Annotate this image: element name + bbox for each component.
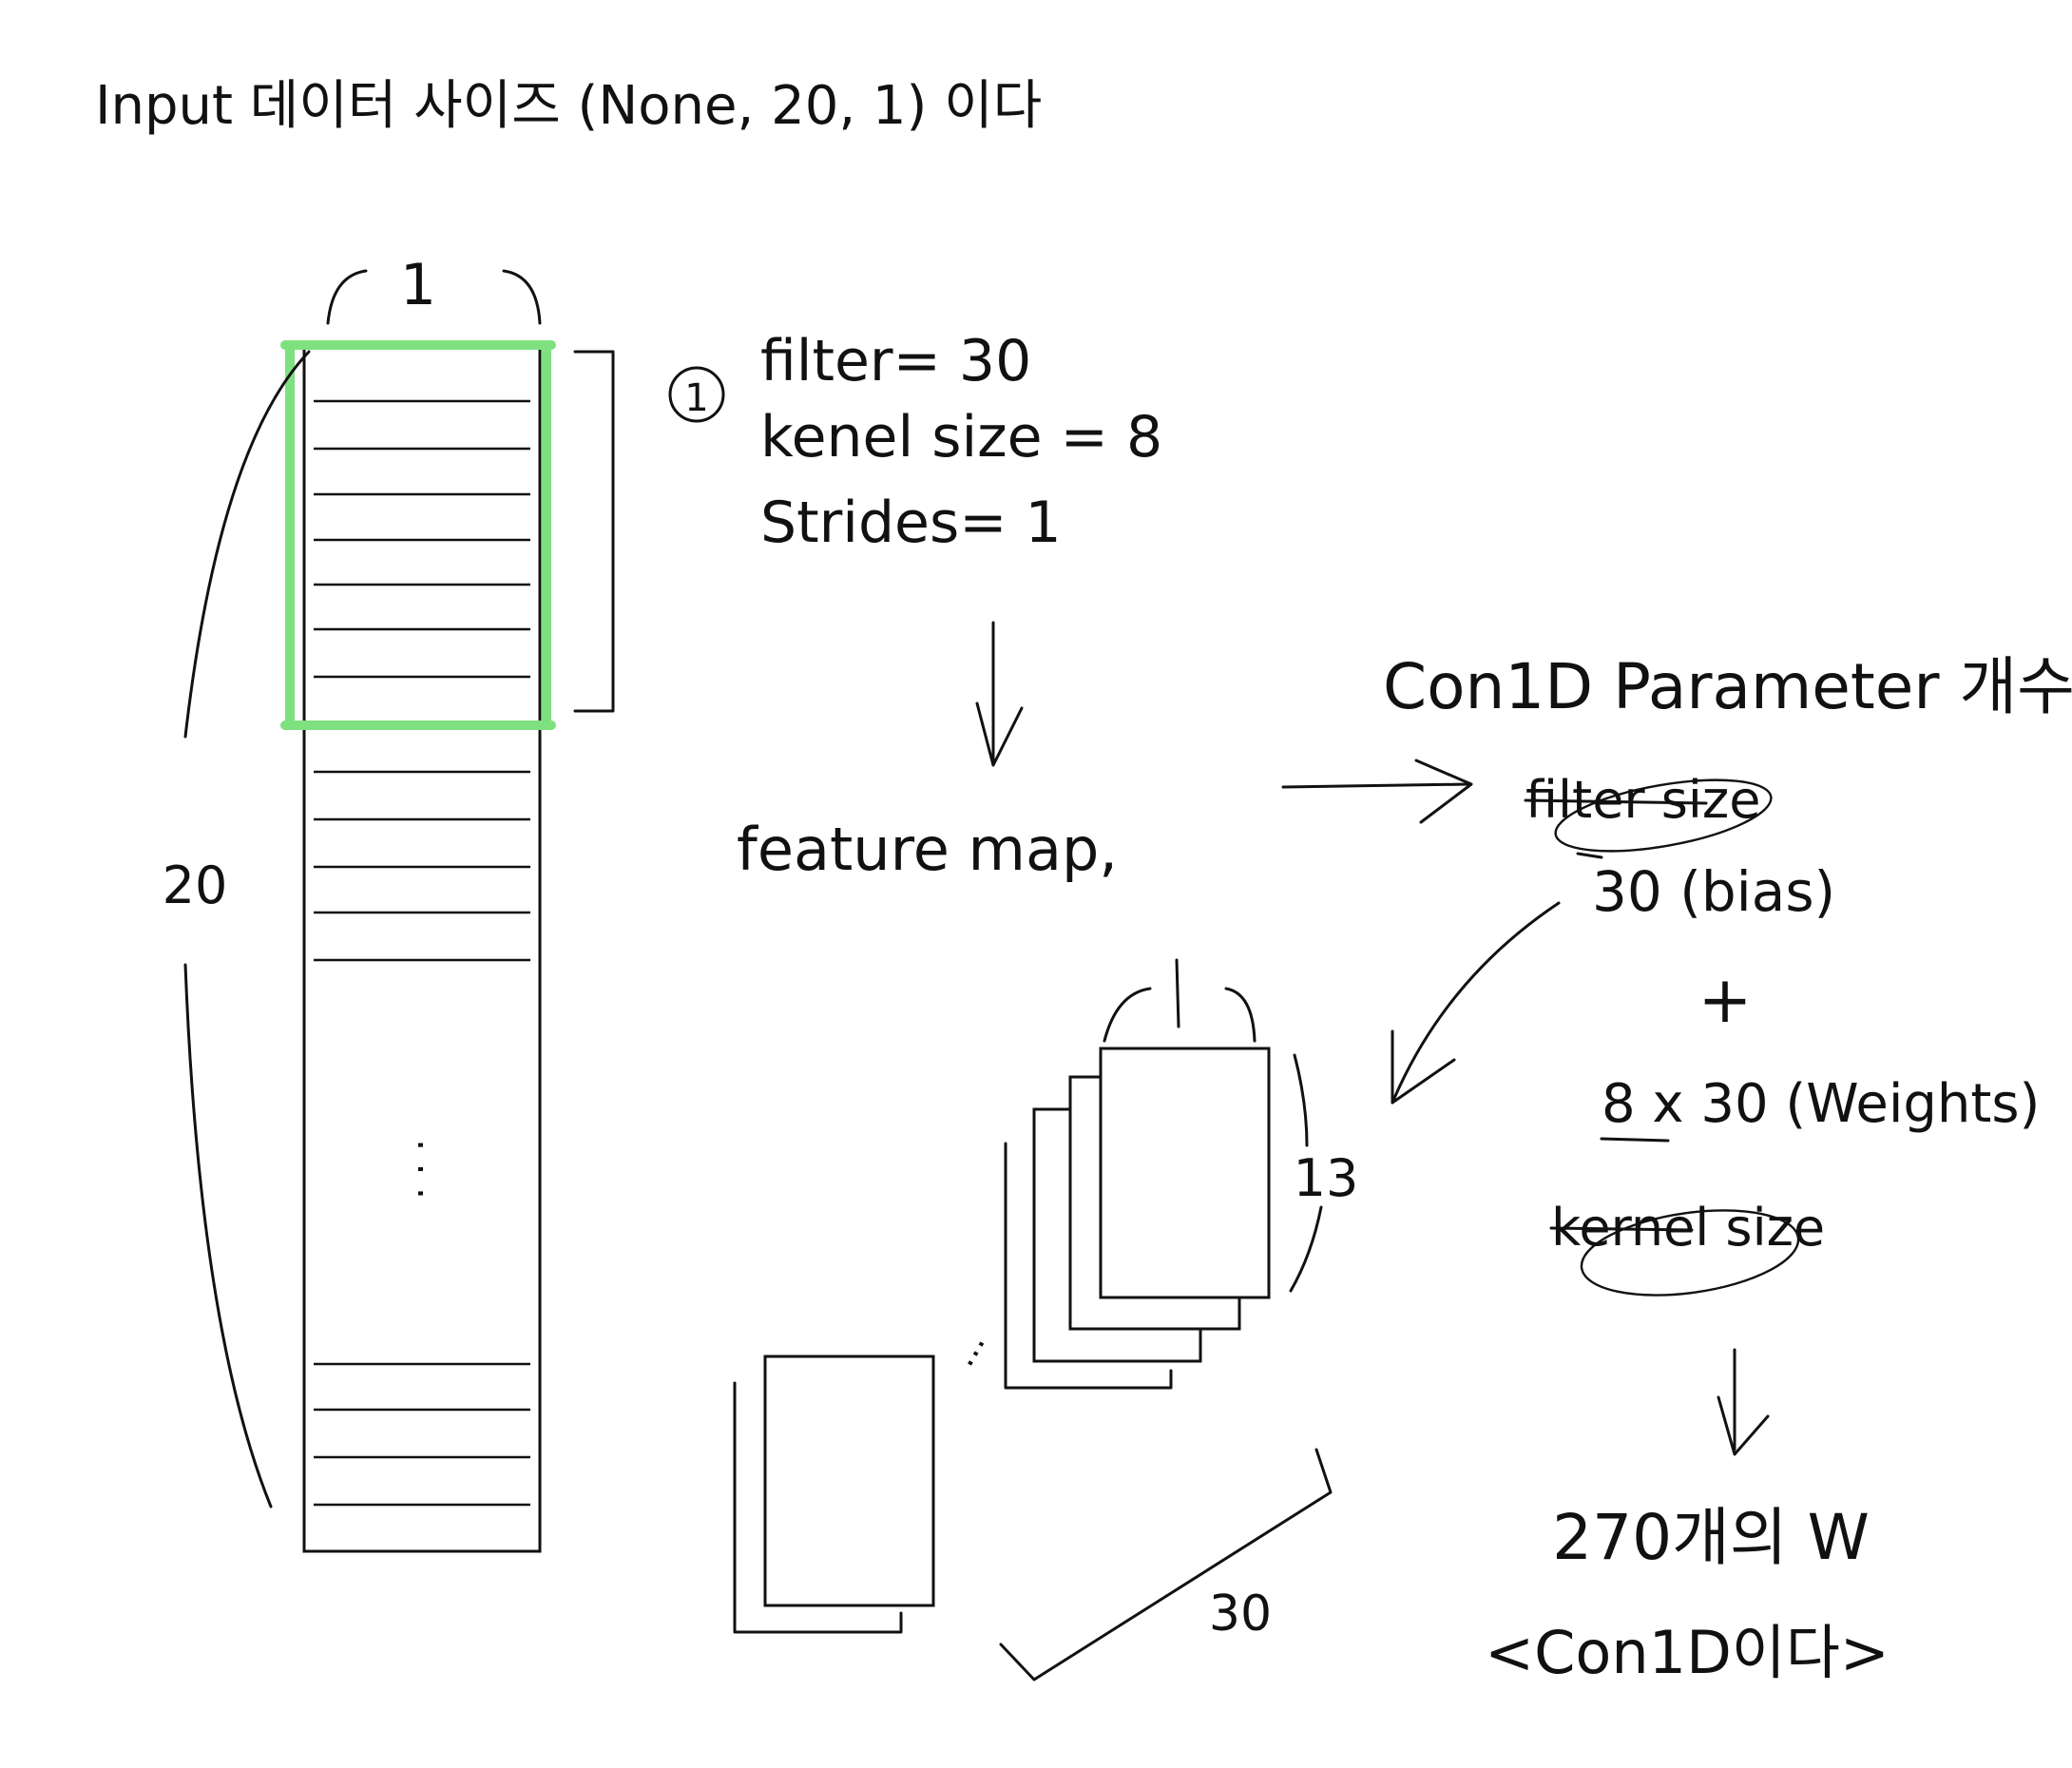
- kernel-window-bracket: [573, 350, 615, 713]
- input-ellipsis: . . .: [409, 1139, 452, 1200]
- feature-map-stack: ... 1 13 30: [733, 950, 1359, 1682]
- filter-spec: filter= 30: [760, 328, 1031, 394]
- feature-height-label: 13: [1294, 1148, 1359, 1208]
- feature-height-brace-top: [1293, 1053, 1309, 1147]
- input-rows: [314, 399, 530, 1507]
- weights-term: 8 x 30 (Weights): [1602, 1073, 2040, 1135]
- filter-size-strike: [1524, 798, 1708, 805]
- param-heading: Con1D Parameter 개수: [1383, 650, 2072, 723]
- input-width-label: 1: [400, 252, 436, 318]
- input-column: [302, 342, 542, 1553]
- feature-map-label: feature map,: [737, 815, 1118, 884]
- input-height-brace-top: [183, 350, 311, 739]
- kernel-spec: kenel size = 8: [760, 404, 1162, 471]
- page-title: Input 데이터 사이즈 (None, 20, 1) 이다: [95, 75, 1042, 137]
- strides-spec: Strides= 1: [760, 490, 1062, 556]
- feature-width-tick: [1175, 958, 1180, 1028]
- feature-depth-brace: [999, 1448, 1333, 1682]
- input-block: 1 20 . . .: [163, 252, 615, 1553]
- right-arrow-head: [1414, 759, 1473, 824]
- bias-overline: [1576, 852, 1603, 859]
- feature-map-ellipsis: ...: [943, 1325, 993, 1373]
- step-number: 1: [684, 376, 708, 420]
- input-height-brace-bottom: [183, 963, 273, 1509]
- param-calc: Con1D Parameter 개수 filter size 30 (bias)…: [1383, 650, 2072, 1687]
- plus-sign: +: [1698, 963, 1753, 1038]
- right-arrow-shaft: [1281, 782, 1470, 789]
- kernel-size-circle: [1580, 1209, 1800, 1297]
- result-value: 270개의 W: [1552, 1501, 1870, 1574]
- weights-underline: [1600, 1137, 1670, 1143]
- feature-depth-label: 30: [1209, 1585, 1272, 1643]
- feature-width-brace-left: [1103, 987, 1152, 1043]
- feature-sheet-4: [1004, 1142, 1173, 1390]
- input-width-brace-left: [326, 269, 368, 325]
- filter-size-circle: [1554, 778, 1773, 853]
- feature-sheet-3-edge: [1032, 1107, 1202, 1363]
- feature-height-brace-bottom: [1289, 1205, 1323, 1293]
- bias-term: 30 (bias): [1592, 859, 1835, 924]
- input-width-brace-right: [502, 269, 542, 325]
- result-arrow-head: [1717, 1395, 1770, 1456]
- feature-width-label: 1: [1179, 950, 1180, 951]
- feature-width-brace-right: [1224, 987, 1257, 1043]
- conv-step: 1 filter= 30 kenel size = 8 Strides= 1 f…: [668, 328, 1473, 884]
- result-note: <Con1D이다>: [1485, 1618, 1890, 1687]
- curved-arrow-shaft: [1391, 901, 1561, 1105]
- down-arrow-head: [975, 701, 1024, 767]
- step-number-circle: [668, 366, 725, 423]
- feature-sheet-1: [1099, 1047, 1271, 1299]
- input-height-label: 20: [163, 855, 228, 915]
- feature-sheet-back-1: [763, 1355, 935, 1607]
- curved-arrow-head: [1391, 1029, 1456, 1105]
- feature-sheet-back-2: [733, 1381, 903, 1634]
